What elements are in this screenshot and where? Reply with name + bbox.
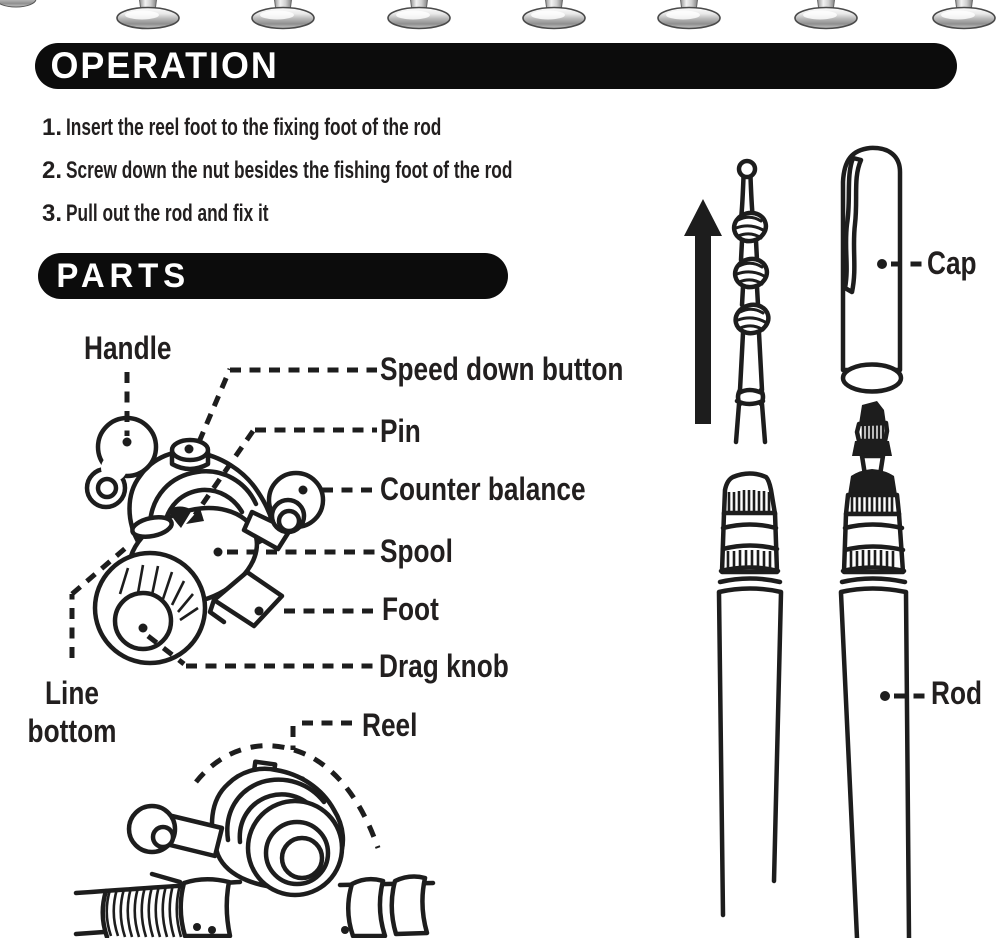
label-speed-down-button: Speed down button bbox=[380, 351, 624, 387]
cap-clip bbox=[842, 155, 864, 295]
reel-parts-diagram bbox=[69, 367, 377, 669]
chrome-knob-fragment bbox=[0, 0, 37, 8]
label-counter-balance: Counter balance bbox=[380, 471, 586, 507]
label-rod: Rod bbox=[931, 675, 983, 711]
thread-winding bbox=[105, 884, 183, 938]
chrome-knob bbox=[116, 0, 180, 30]
pen-top-knob-row bbox=[0, 0, 996, 30]
label-foot: Foot bbox=[382, 591, 439, 627]
rod-right-section-art bbox=[838, 401, 927, 938]
leader-reel-arc bbox=[194, 743, 381, 849]
operation-banner: OPERATION bbox=[35, 43, 957, 89]
pin-arrowhead bbox=[186, 508, 204, 524]
pin-part bbox=[168, 506, 192, 528]
label-pin: Pin bbox=[380, 413, 421, 449]
leader-reel bbox=[290, 720, 352, 750]
parts-banner: PARTS bbox=[38, 253, 508, 299]
label-drag-knob: Drag knob bbox=[379, 648, 509, 684]
leader-pin-diagonal bbox=[192, 429, 256, 517]
label-reel: Reel bbox=[362, 707, 418, 743]
label-handle: Handle bbox=[84, 330, 172, 366]
handle-part bbox=[84, 415, 159, 510]
chrome-knob bbox=[794, 0, 858, 30]
rod-tip-art bbox=[731, 158, 771, 445]
leader-speed-down-diagonal bbox=[196, 368, 233, 443]
leader-line-bottom-diagonal bbox=[70, 544, 130, 596]
chrome-knob bbox=[657, 0, 721, 30]
label-cap: Cap bbox=[927, 245, 977, 281]
chrome-knob bbox=[387, 0, 451, 30]
reel-mounted-diagram bbox=[73, 720, 436, 938]
rod-left-section-art bbox=[716, 471, 784, 918]
label-line-bottom: Line bottom bbox=[27, 675, 117, 749]
label-spool: Spool bbox=[380, 533, 453, 569]
leader-drag-diagonal bbox=[146, 634, 186, 666]
chrome-knob bbox=[522, 0, 586, 30]
foot-part bbox=[211, 569, 285, 629]
parts-title: PARTS bbox=[56, 256, 191, 295]
operation-title: OPERATION bbox=[50, 45, 279, 86]
chrome-knob bbox=[932, 0, 996, 30]
chrome-knob bbox=[251, 0, 315, 30]
pull-arrow bbox=[684, 199, 722, 424]
cap-art bbox=[840, 145, 924, 394]
